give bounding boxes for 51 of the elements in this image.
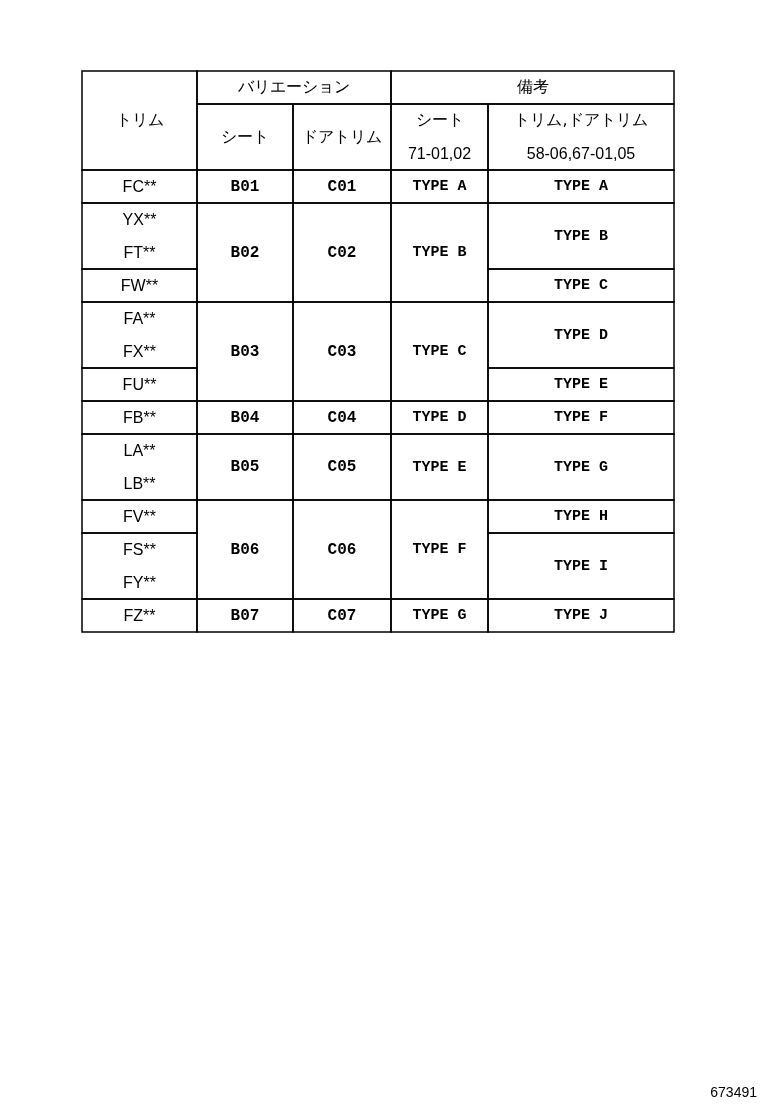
table-cell: TYPE J — [554, 607, 608, 624]
table-cell: C06 — [327, 540, 357, 559]
table-cell: B03 — [230, 342, 260, 361]
table-cell: C02 — [327, 243, 357, 262]
table-cell: TYPE F — [554, 409, 608, 426]
table-cell: TYPE F — [412, 541, 467, 558]
table-cell: TYPE G — [412, 607, 467, 624]
table-cell: B06 — [230, 540, 260, 559]
code-text: 58-06,67-01,05 — [526, 144, 636, 164]
row-header: YX** FT** — [121, 210, 158, 263]
row-header: FV** — [122, 507, 157, 527]
figure-number: 673491 — [710, 1084, 757, 1100]
table-cell: TYPE D — [412, 409, 467, 426]
table-cell: TYPE E — [412, 458, 467, 476]
column-header: ドアトリム — [302, 126, 382, 148]
table-cell: C03 — [327, 342, 357, 361]
row-header: LA** LB** — [122, 441, 157, 494]
column-header: シート — [221, 126, 269, 148]
table-cell: TYPE E — [554, 376, 608, 393]
table-cell: C05 — [327, 458, 357, 476]
table-cell: TYPE A — [554, 178, 608, 195]
table-cell: C07 — [327, 606, 357, 625]
table-cell: TYPE A — [412, 178, 467, 195]
column-header: 備考 — [516, 77, 549, 98]
table-cell: TYPE B — [554, 227, 608, 245]
table-cell: TYPE G — [554, 458, 608, 476]
table-cell: TYPE C — [554, 277, 608, 294]
row-header: FU** — [121, 375, 158, 395]
table-cell: TYPE B — [412, 244, 467, 261]
table-cell: TYPE H — [554, 508, 608, 525]
table-cell: C04 — [327, 408, 357, 427]
column-header: トリム — [115, 110, 164, 131]
code-text: 71-01,02 — [407, 144, 472, 164]
table-cell: B01 — [230, 177, 260, 196]
table-cell: TYPE C — [412, 343, 467, 360]
table-cell: TYPE I — [554, 557, 608, 575]
row-header: FB** — [122, 408, 157, 428]
table-cell: TYPE D — [554, 326, 608, 344]
row-header: FA** FX** — [122, 309, 157, 362]
table-cell: B02 — [230, 243, 260, 262]
row-header: FC** — [121, 177, 158, 197]
column-header: バリエーション — [238, 77, 350, 98]
table-cell: B07 — [230, 606, 260, 625]
column-header: シート — [415, 110, 464, 131]
row-header: FW** — [119, 276, 160, 296]
table-cell: B05 — [230, 458, 260, 476]
column-header: トリム,ドアトリム — [514, 110, 648, 131]
table-cell: B04 — [230, 408, 260, 427]
row-header: FZ** — [122, 606, 157, 626]
table-cell: C01 — [327, 177, 357, 196]
row-header: FS** FY** — [122, 540, 157, 593]
